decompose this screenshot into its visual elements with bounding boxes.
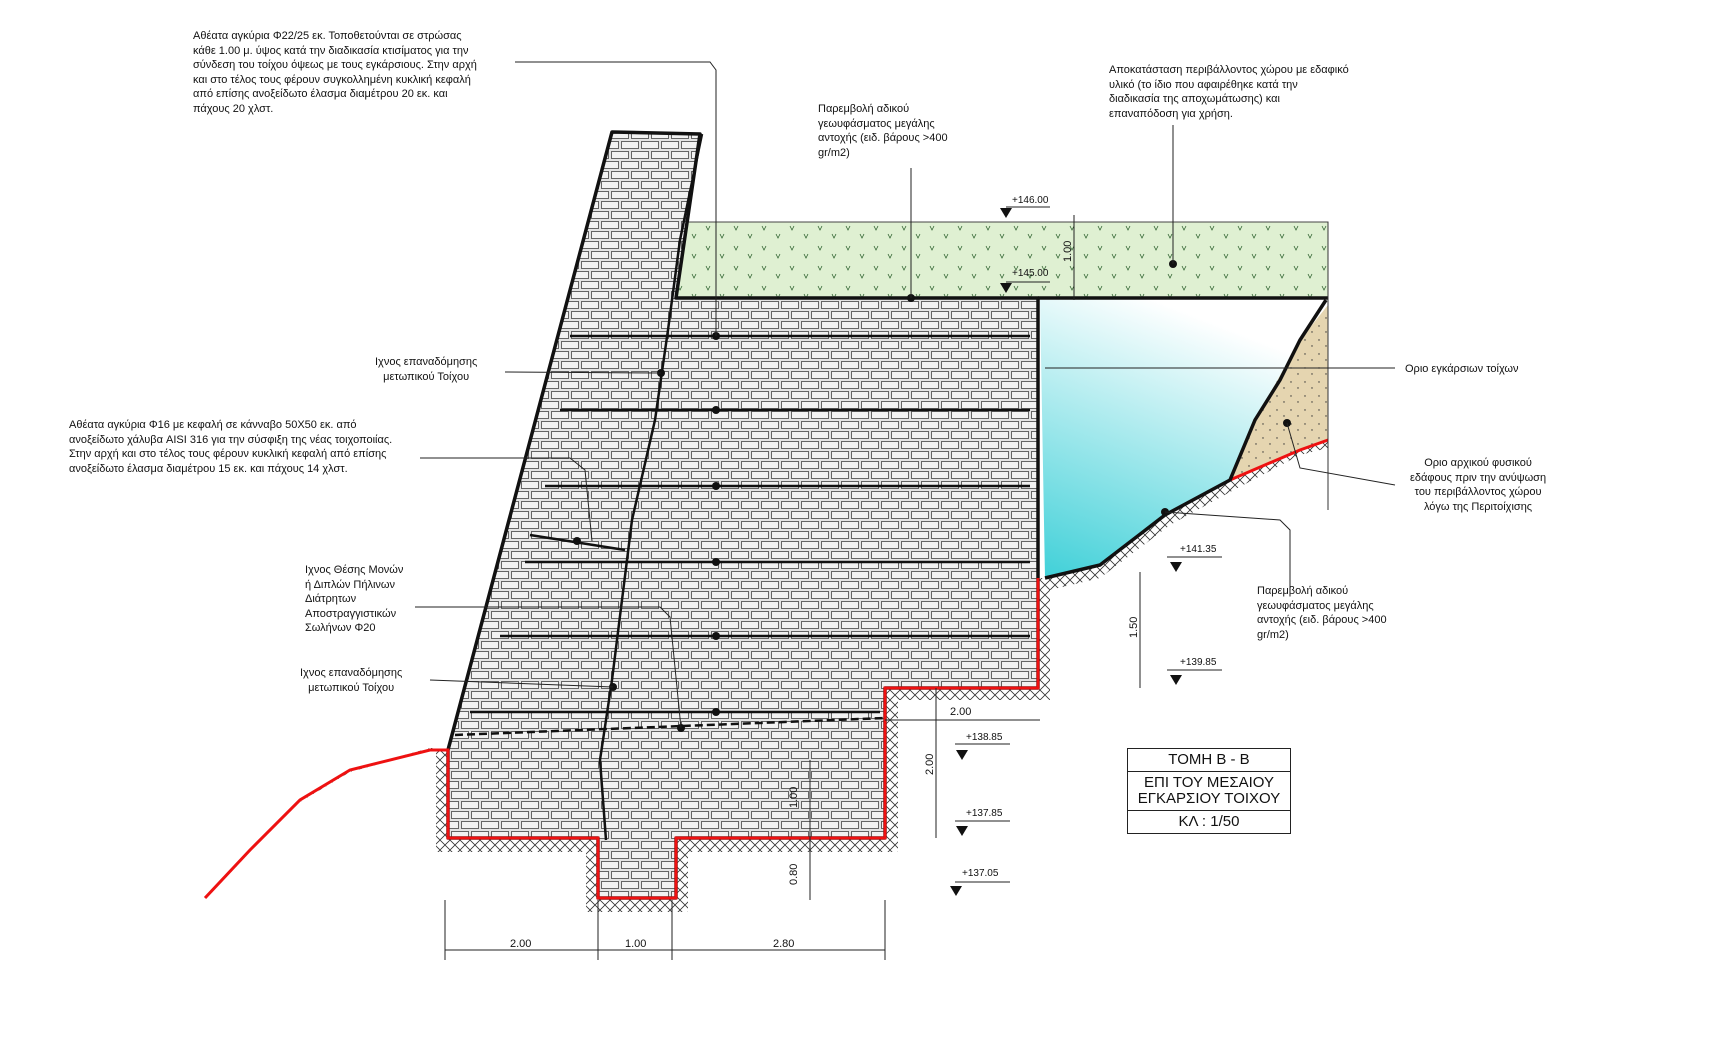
elevation-137-85: +137.85 (966, 808, 1003, 819)
elevation-137-05: +137.05 (962, 868, 999, 879)
elevation-139-85: +139.85 (1180, 657, 1217, 668)
note-top-anchor: Αθέατα αγκύρια Φ22/25 εκ. Τοποθετούνται … (193, 30, 477, 115)
note-rebuild-trace-1: Ιχνος επαναδόμησης μετωπικού Τοίχου (375, 356, 478, 383)
dim-step-width: 2.00 (950, 706, 971, 718)
dim-top-fill: 1.00 (1062, 241, 1074, 262)
section-title: ΤΟΜΗ Β - Β (1128, 749, 1290, 772)
rebuild-trace-line (598, 133, 704, 841)
elevation-markers: +146.00 +145.00 +141.35 +139.85 +138.85 … (950, 195, 1222, 896)
elevation-145: +145.00 (1012, 268, 1049, 279)
note-anchor-f16: Αθέατα αγκύρια Φ16 με κεφαλή σε κάνναβο … (69, 419, 393, 475)
note-geotextile-top: Παρεμβολή αδικού γεωυφάσματος μεγάλης αν… (818, 103, 948, 159)
note-restoration: Αποκατάσταση περιβάλλοντος χώρου με εδαφ… (1109, 64, 1349, 120)
drawing-scale: ΚΛ : 1/50 (1178, 813, 1240, 830)
note-transverse-limit: Οριο εγκάρσιων τοίχων (1405, 363, 1519, 375)
dim-found-h: 2.00 (924, 754, 936, 775)
original-soil (1230, 305, 1328, 480)
elevation-138-85: +138.85 (966, 732, 1003, 743)
excavation-area (1040, 300, 1326, 578)
elevation-146: +146.00 (1012, 195, 1049, 206)
dim-found-1: 1.00 (788, 787, 800, 808)
note-natural-ground: Οριο αρχικού φυσικού εδάφους πριν την αν… (1410, 457, 1547, 513)
elevation-141-35: +141.35 (1180, 544, 1217, 555)
dim-right-step: 1.50 (1128, 617, 1140, 638)
dim-base-right: 2.80 (773, 938, 794, 950)
anchor-rows (470, 334, 1030, 714)
dim-key-h: 0.80 (788, 864, 800, 885)
section-subtitle-1: ΕΠΙ ΤΟΥ ΜΕΣΑΙΟΥ (1143, 774, 1274, 791)
backfill-soil-layer (675, 221, 1329, 299)
note-geotextile-bottom: Παρεμβολή αδικού γεωυφάσματος μεγάλης αν… (1257, 585, 1387, 641)
note-drain-pipes: Ιχνος Θέσης Μονών ή Διπλών Πήλινων Διάτρ… (305, 564, 404, 634)
section-subtitle-2: ΕΓΚΑΡΣΙΟΥ ΤΟΙΧΟΥ (1137, 790, 1281, 807)
note-rebuild-trace-2: Ιχνος επαναδόμησης μετωπικού Τοίχου (300, 667, 403, 694)
dim-base-mid: 1.00 (625, 938, 646, 950)
dim-base-left: 2.00 (510, 938, 531, 950)
natural-ground-line (203, 578, 1040, 900)
